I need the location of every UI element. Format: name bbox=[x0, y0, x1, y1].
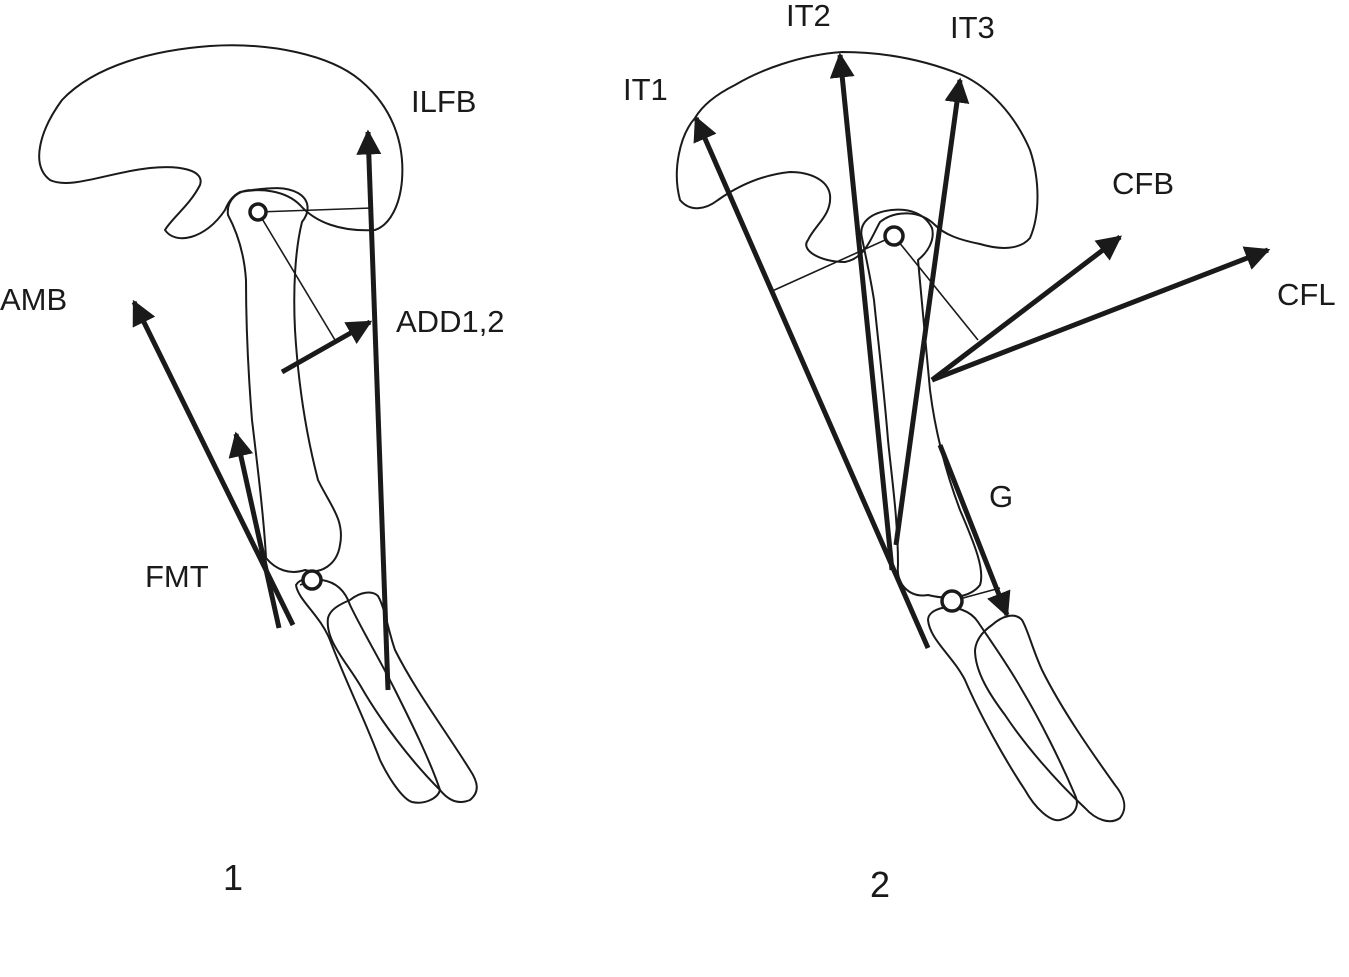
panel-2-number: 2 bbox=[870, 864, 891, 905]
panel-1-femur-outline bbox=[226, 187, 342, 573]
panel-2-knee-joint bbox=[940, 589, 964, 613]
label-ilfb: ILFB bbox=[411, 84, 477, 119]
panel-2-lever-line-cf bbox=[893, 235, 979, 341]
vector-fmt bbox=[228, 431, 282, 629]
panel-2-femur-outline bbox=[860, 208, 983, 599]
label-cfl: CFL bbox=[1277, 277, 1336, 312]
label-fmt: FMT bbox=[145, 559, 209, 594]
label-cfb: CFB bbox=[1112, 166, 1174, 201]
panel-2-fibula-outline bbox=[974, 614, 1126, 823]
panel-1-lever-line-upper bbox=[257, 207, 373, 213]
label-amb: AMB bbox=[0, 282, 68, 317]
panel-1-number: 1 bbox=[223, 857, 244, 898]
panel-2-hip-joint bbox=[883, 225, 905, 247]
panel-2-lever-line-it bbox=[769, 235, 895, 293]
label-add: ADD1,2 bbox=[396, 304, 505, 339]
vector-add bbox=[280, 319, 373, 375]
panel-2-skeleton bbox=[675, 51, 1126, 823]
panel-2-tibia-outline bbox=[927, 606, 1078, 822]
panel-1-fibula-outline bbox=[326, 591, 478, 803]
vector-ilfb bbox=[356, 129, 391, 691]
panel-2-force-vectors bbox=[693, 52, 1271, 650]
panel-1-lever-line-add bbox=[257, 211, 336, 341]
label-g: G bbox=[989, 479, 1014, 514]
panel-1-pelvis-outline bbox=[38, 44, 404, 240]
label-it2: IT2 bbox=[786, 0, 831, 33]
vector-cfl bbox=[931, 246, 1271, 383]
vector-cfb bbox=[930, 235, 1122, 382]
vector-it2 bbox=[829, 52, 895, 571]
vector-g bbox=[937, 444, 1011, 618]
panel-2-pelvis-outline bbox=[675, 51, 1039, 263]
panel-1-force-vectors bbox=[131, 129, 391, 691]
panel-1-skeleton bbox=[38, 44, 478, 804]
label-it1: IT1 bbox=[623, 72, 668, 107]
panel-1-hip-joint bbox=[248, 202, 268, 222]
panel-1-knee-joint bbox=[301, 569, 323, 591]
label-it3: IT3 bbox=[950, 10, 995, 45]
vector-it3 bbox=[893, 77, 970, 546]
